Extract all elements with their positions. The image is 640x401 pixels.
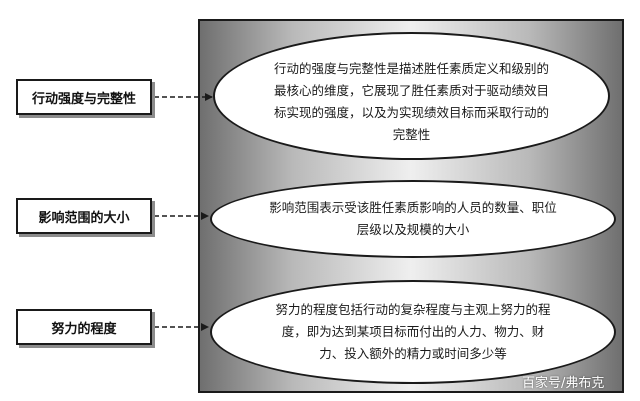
description-ellipse-intensity: 行动的强度与完整性是描述胜任素质定义和级别的最核心的维度，它展现了胜任素质对于驱…	[213, 32, 610, 160]
label-text-intensity: 行动强度与完整性	[31, 91, 136, 107]
description-text-intensity: 行动的强度与完整性是描述胜任素质定义和级别的最核心的维度，它展现了胜任素质对于驱…	[274, 61, 549, 142]
description-ellipse-scope: 影响范围表示受该胜任素质影响的人员的数量、职位层级以及规模的大小	[210, 180, 616, 258]
watermark-text: 百家号/弗布克	[522, 376, 605, 391]
label-text-effort: 努力的程度	[51, 321, 117, 337]
description-text-effort: 努力的程度包括行动的复杂程度与主观上努力的程度，即为达到某项目标而付出的人力、物…	[275, 302, 551, 361]
label-text-scope: 影响范围的大小	[38, 210, 130, 226]
description-clip-intensity: 行动的强度与完整性是描述胜任素质定义和级别的最核心的维度，它展现了胜任素质对于驱…	[274, 58, 549, 144]
description-text-scope: 影响范围表示受该胜任素质影响的人员的数量、职位层级以及规模的大小	[269, 200, 557, 237]
label-box-effort: 努力的程度	[16, 309, 152, 345]
label-box-intensity: 行动强度与完整性	[16, 79, 152, 115]
description-ellipse-effort: 努力的程度包括行动的复杂程度与主观上努力的程度，即为达到某项目标而付出的人力、物…	[210, 280, 616, 384]
label-box-scope: 影响范围的大小	[16, 198, 152, 234]
